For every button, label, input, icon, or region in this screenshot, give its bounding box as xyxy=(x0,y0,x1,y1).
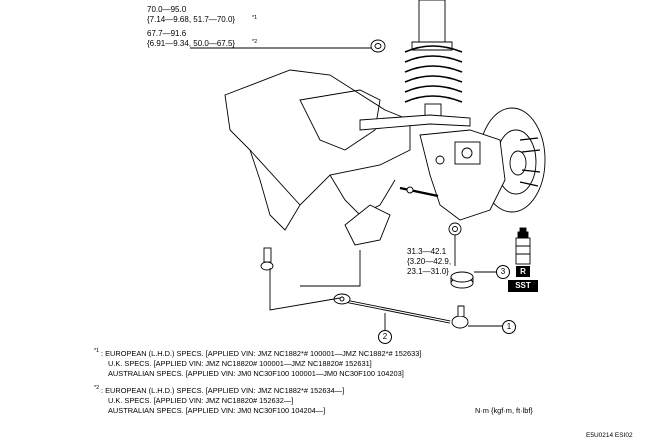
upper-arm-icon xyxy=(359,114,471,131)
torque-spec-1-mark2: *2 xyxy=(252,39,258,45)
coil-spring-icon xyxy=(404,0,463,125)
note-2-line1: : EUROPEAN (L.H.D.) SPECS. [APPLIED VIN:… xyxy=(101,386,345,395)
torque-spec-2-line1: 31.3—42.1 xyxy=(407,247,447,256)
callout-2: 2 xyxy=(378,330,392,344)
unit-label: N·m {kgf·m, ft·lbf} xyxy=(475,406,533,415)
upper-nut-icon xyxy=(370,39,386,53)
lateral-link-icon xyxy=(333,293,451,324)
note-1-line3: AUSTRALIAN SPECS. [APPLIED VIN: JM0 NC30… xyxy=(108,369,404,378)
torque-spec-1-line4: {6.91—9.34, 50.0—67.5} xyxy=(147,39,236,48)
torque-spec-1-line2: {7.14—9.68, 51.7—70.0} xyxy=(147,15,236,24)
knuckle-caliper-icon xyxy=(419,129,506,221)
note-1-line2: U.K. SPECS. [APPLIED VIN: JMZ NC18820# 1… xyxy=(108,359,372,368)
bushing-icon xyxy=(450,271,474,289)
bolt-icon xyxy=(399,186,439,198)
lower-nut-icon xyxy=(448,222,462,236)
torque-spec-1-line1: 70.0—95.0 xyxy=(147,5,187,14)
subframe-icon xyxy=(224,69,411,246)
torque-spec-2-line3: 23.1—31.0} xyxy=(407,267,449,276)
torque-spec-1-line3: 67.7—91.6 xyxy=(147,29,187,38)
torque-spec-2-line2: {3.20—42.9, xyxy=(407,257,452,266)
lower-bolt-icon xyxy=(260,247,274,271)
torque-spec-1-mark1: *1 xyxy=(252,15,258,21)
assembly-guide-lines xyxy=(269,250,456,311)
note-1-mark: *1 xyxy=(94,348,100,354)
callout-1: 1 xyxy=(502,320,516,334)
ball-joint-icon xyxy=(451,305,469,329)
note-2-mark: *2 xyxy=(94,385,100,391)
figure-code: E5U0214 ESI02 xyxy=(586,432,633,439)
note-2-line3: AUSTRALIAN SPECS. [APPLIED VIN: JM0 NC30… xyxy=(108,406,326,415)
callout-3: 3 xyxy=(496,265,510,279)
badge-r: R xyxy=(516,266,530,277)
badge-sst: SST xyxy=(508,280,538,292)
sst-tool-icon xyxy=(515,227,531,265)
note-2-line2: U.K. SPECS. [APPLIED VIN: JMZ NC18820# 1… xyxy=(108,396,294,405)
note-1-line1: : EUROPEAN (L.H.D.) SPECS. [APPLIED VIN:… xyxy=(101,349,422,358)
